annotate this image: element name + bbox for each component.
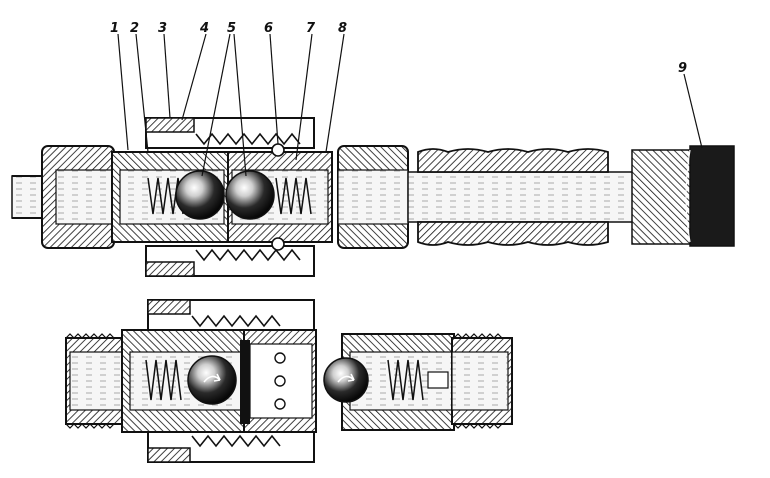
callout-5: 5 bbox=[227, 21, 236, 36]
valve-spring-right bbox=[275, 177, 312, 215]
socket-ball-3 bbox=[274, 398, 286, 410]
callout-8: 8 bbox=[338, 21, 347, 36]
female-valve-ball bbox=[187, 355, 237, 405]
female-valve-spring bbox=[145, 359, 182, 401]
callout-4: 4 bbox=[199, 21, 209, 36]
male-valve-ball bbox=[323, 357, 369, 403]
valve-ball-left bbox=[175, 170, 225, 220]
locking-ball-top bbox=[271, 143, 285, 157]
female-sleeve-spring bbox=[191, 314, 281, 448]
socket-ball-1 bbox=[274, 352, 286, 364]
disconnected-coupling bbox=[65, 299, 513, 463]
callout-3: 3 bbox=[158, 21, 167, 36]
callout-2: 2 bbox=[130, 21, 139, 36]
sleeve-spring-bottom bbox=[195, 248, 301, 262]
callout-1: 1 bbox=[110, 21, 119, 36]
hose-ferrule bbox=[417, 148, 609, 246]
callout-7: 7 bbox=[306, 21, 316, 36]
assembled-coupling: 1 2 3 4 5 6 7 8 9 bbox=[11, 21, 735, 277]
valve-ball-right bbox=[225, 170, 275, 220]
male-valve-spring bbox=[387, 359, 424, 401]
callout-6: 6 bbox=[264, 21, 273, 36]
sleeve-spring-top bbox=[195, 132, 301, 146]
locking-ball-bottom bbox=[271, 237, 285, 251]
callout-9: 9 bbox=[678, 61, 687, 76]
hose-part-9 bbox=[631, 145, 735, 247]
socket-ball-2 bbox=[274, 375, 286, 387]
hose-nipple bbox=[407, 171, 639, 223]
valve-spring-left bbox=[147, 177, 184, 215]
leader-lines bbox=[117, 33, 703, 177]
